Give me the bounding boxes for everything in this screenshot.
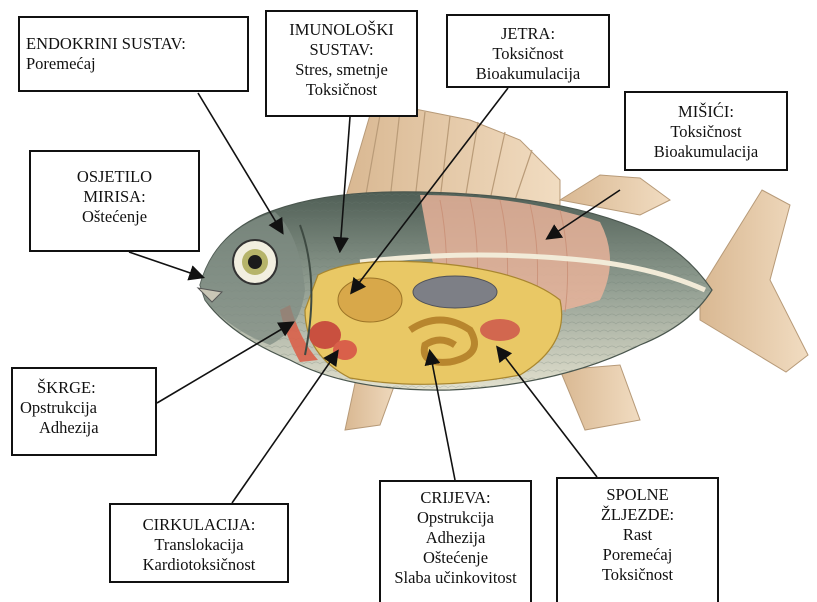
label-intestine-line-1: Opstrukcija	[381, 508, 530, 528]
label-circulation-line-2: Kardiotoksičnost	[111, 555, 287, 575]
label-gills-line-1: Opstrukcija	[19, 398, 155, 418]
label-smell-title-2: MIRISA:	[31, 187, 198, 207]
label-gonads-line-3: Toksičnost	[558, 565, 717, 585]
label-immune: IMUNOLOŠKI SUSTAV: Stres, smetnje Toksič…	[265, 10, 418, 117]
label-immune-line-2: Toksičnost	[267, 80, 416, 100]
liver-organ	[338, 278, 402, 322]
label-endocrine-title: ENDOKRINI SUSTAV:	[26, 34, 247, 54]
label-liver: JETRA: Toksičnost Bioakumulacija	[446, 14, 610, 88]
label-gills: ŠKRGE: Opstrukcija Adhezija	[11, 367, 157, 456]
tail-fin	[700, 190, 808, 372]
label-muscles: MIŠIĆI: Toksičnost Bioakumulacija	[624, 91, 788, 171]
gonad-organ	[480, 319, 520, 341]
label-muscles-title: MIŠIĆI:	[626, 102, 786, 122]
label-gonads-line-2: Poremećaj	[558, 545, 717, 565]
arrow-circulation	[232, 352, 337, 503]
label-muscles-line-1: Toksičnost	[626, 122, 786, 142]
label-immune-title-2: SUSTAV:	[267, 40, 416, 60]
arrow-gills	[157, 323, 292, 403]
swim-bladder	[413, 276, 497, 308]
arrow-smell	[129, 252, 202, 277]
label-intestine-line-4: Slaba učinkovitost	[381, 568, 530, 588]
label-smell-title-1: OSJETILO	[31, 167, 198, 187]
label-gills-title: ŠKRGE:	[19, 378, 155, 398]
label-intestine: CRIJEVA: Opstrukcija Adhezija Oštećenje …	[379, 480, 532, 602]
label-gonads: SPOLNE ŽLJEZDE: Rast Poremećaj Toksičnos…	[556, 477, 719, 602]
label-liver-title: JETRA:	[448, 24, 608, 44]
dorsal-fin-front	[345, 105, 560, 205]
anal-fin	[560, 365, 640, 430]
label-gonads-title-1: SPOLNE	[558, 485, 717, 505]
label-liver-line-2: Bioakumulacija	[448, 64, 608, 84]
label-intestine-line-3: Oštećenje	[381, 548, 530, 568]
label-immune-line-1: Stres, smetnje	[267, 60, 416, 80]
label-gills-line-2: Adhezija	[19, 418, 155, 438]
label-gonads-title-2: ŽLJEZDE:	[558, 505, 717, 525]
label-intestine-title: CRIJEVA:	[381, 488, 530, 508]
label-liver-line-1: Toksičnost	[448, 44, 608, 64]
label-circulation-line-1: Translokacija	[111, 535, 287, 555]
label-muscles-line-2: Bioakumulacija	[626, 142, 786, 162]
label-immune-title-1: IMUNOLOŠKI	[267, 20, 416, 40]
label-circulation: CIRKULACIJA: Translokacija Kardiotoksičn…	[109, 503, 289, 583]
label-smell: OSJETILO MIRISA: Oštećenje	[29, 150, 200, 252]
label-circulation-title: CIRKULACIJA:	[111, 515, 287, 535]
label-endocrine: ENDOKRINI SUSTAV: Poremećaj	[18, 16, 249, 92]
label-gonads-line-1: Rast	[558, 525, 717, 545]
label-smell-line-1: Oštećenje	[31, 207, 198, 227]
label-intestine-line-2: Adhezija	[381, 528, 530, 548]
label-endocrine-line-1: Poremećaj	[26, 54, 247, 74]
